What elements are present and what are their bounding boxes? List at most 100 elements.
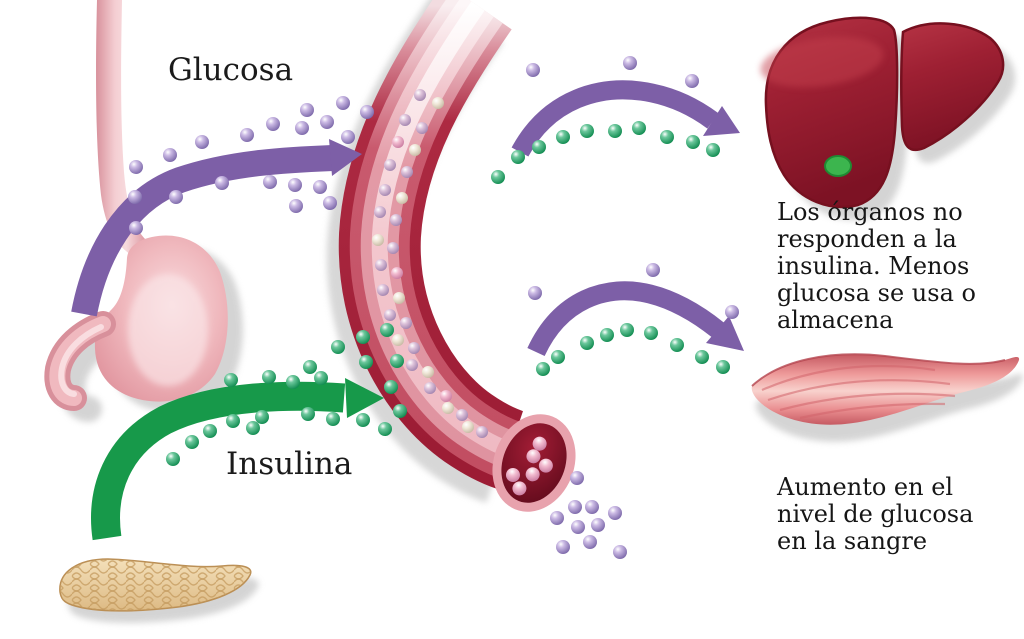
insulin-molecule xyxy=(393,404,407,418)
glucose-molecule xyxy=(240,128,254,142)
glucose-molecule xyxy=(646,263,660,277)
insulin-molecule xyxy=(686,135,700,149)
insulin-molecule xyxy=(301,407,315,421)
insulin-molecule xyxy=(246,421,260,435)
glucose-molecule xyxy=(608,506,622,520)
molecule xyxy=(392,136,404,148)
annotation-line: glucosa se usa o xyxy=(777,279,976,307)
glucose-molecule xyxy=(570,471,584,485)
insulin-molecule xyxy=(224,373,238,387)
annotation-line: Aumento en el xyxy=(777,473,954,501)
insulin-molecule xyxy=(356,413,370,427)
insulin-molecule xyxy=(303,360,317,374)
molecule xyxy=(396,192,408,204)
molecule xyxy=(432,97,444,109)
molecule xyxy=(406,359,418,371)
glucose-molecule xyxy=(289,199,303,213)
molecule xyxy=(424,382,436,394)
organs-annotation: Los órganos no responden a la insulina. … xyxy=(777,199,976,334)
insulin-molecule xyxy=(660,130,674,144)
insulin-molecule xyxy=(608,124,622,138)
insulin-molecule xyxy=(670,338,684,352)
glucose-molecule xyxy=(556,540,570,554)
glucose-molecules-liver xyxy=(526,56,699,88)
glucose-molecule xyxy=(300,103,314,117)
glucose-molecule xyxy=(583,535,597,549)
molecule xyxy=(401,166,413,178)
insulin-molecule xyxy=(620,323,634,337)
glucose-molecule xyxy=(613,545,627,559)
glucose-molecule xyxy=(128,190,142,204)
glucose-molecule xyxy=(320,115,334,129)
molecule xyxy=(374,206,386,218)
muscle xyxy=(751,353,1020,425)
glucose-molecule xyxy=(163,148,177,162)
insulin-molecule xyxy=(532,140,546,154)
molecule xyxy=(442,402,454,414)
insulin-molecule xyxy=(644,326,658,340)
glucose-molecule xyxy=(215,176,229,190)
glucose-molecules-main xyxy=(128,96,374,235)
insulin-label: Insulina xyxy=(226,446,353,482)
glucose-molecule xyxy=(266,117,280,131)
insulin-molecule xyxy=(286,375,300,389)
stomach xyxy=(44,235,228,411)
blood-vessel xyxy=(338,0,524,489)
molecule xyxy=(375,259,387,271)
molecule xyxy=(391,267,403,279)
glucose-molecule xyxy=(685,74,699,88)
molecule xyxy=(440,390,452,402)
insulin-molecule xyxy=(380,323,394,337)
duodenum xyxy=(44,311,116,411)
insulin-molecule xyxy=(580,124,594,138)
molecule xyxy=(372,234,384,246)
molecule xyxy=(387,242,399,254)
glucose-molecule xyxy=(528,286,542,300)
glucose-molecule xyxy=(263,175,277,189)
molecule xyxy=(505,467,520,482)
molecule xyxy=(400,317,412,329)
insulin-molecule xyxy=(580,336,594,350)
insulin-arrow xyxy=(91,378,384,541)
vessel-molecules xyxy=(372,89,488,438)
insulin-molecule xyxy=(314,371,328,385)
liver-right-lobe xyxy=(900,22,1005,152)
insulin-molecule xyxy=(378,422,392,436)
glucose-molecule xyxy=(195,135,209,149)
glucose-arrow xyxy=(71,139,362,317)
insulin-arrowhead xyxy=(345,378,384,418)
molecule xyxy=(462,421,474,433)
insulin-molecule xyxy=(384,380,398,394)
esophagus xyxy=(96,0,146,254)
insulin-molecule xyxy=(600,328,614,342)
molecule xyxy=(384,159,396,171)
insulin-molecules-liver xyxy=(491,121,720,184)
molecule xyxy=(525,467,540,482)
molecule xyxy=(379,184,391,196)
blood-glucose-annotation: Aumento en el nivel de glucosa en la san… xyxy=(777,474,973,555)
glucose-molecule xyxy=(323,196,337,210)
insulin-molecule xyxy=(632,121,646,135)
glucose-molecules-released xyxy=(550,471,627,559)
insulin-molecule xyxy=(716,360,730,374)
glucose-molecule xyxy=(288,178,302,192)
annotation-line: responden a la xyxy=(777,225,957,253)
insulin-molecule xyxy=(551,350,565,364)
molecule xyxy=(532,436,547,451)
insulin-molecule xyxy=(262,370,276,384)
glucose-molecules-muscle xyxy=(528,263,739,319)
molecule xyxy=(390,214,402,226)
insulin-molecule xyxy=(203,424,217,438)
glucose-molecule xyxy=(129,221,143,235)
glucose-arrowhead xyxy=(329,139,362,176)
glucose-molecule xyxy=(568,500,582,514)
arrow-to-liver-head xyxy=(703,106,740,136)
insulin-molecules-main xyxy=(166,323,407,466)
molecule xyxy=(384,309,396,321)
stomach-highlight xyxy=(128,274,208,386)
muscle-top-edge xyxy=(751,353,1006,387)
vessel-opening xyxy=(492,414,576,512)
lumen-glucose-molecules xyxy=(505,436,553,496)
insulin-molecule xyxy=(185,435,199,449)
